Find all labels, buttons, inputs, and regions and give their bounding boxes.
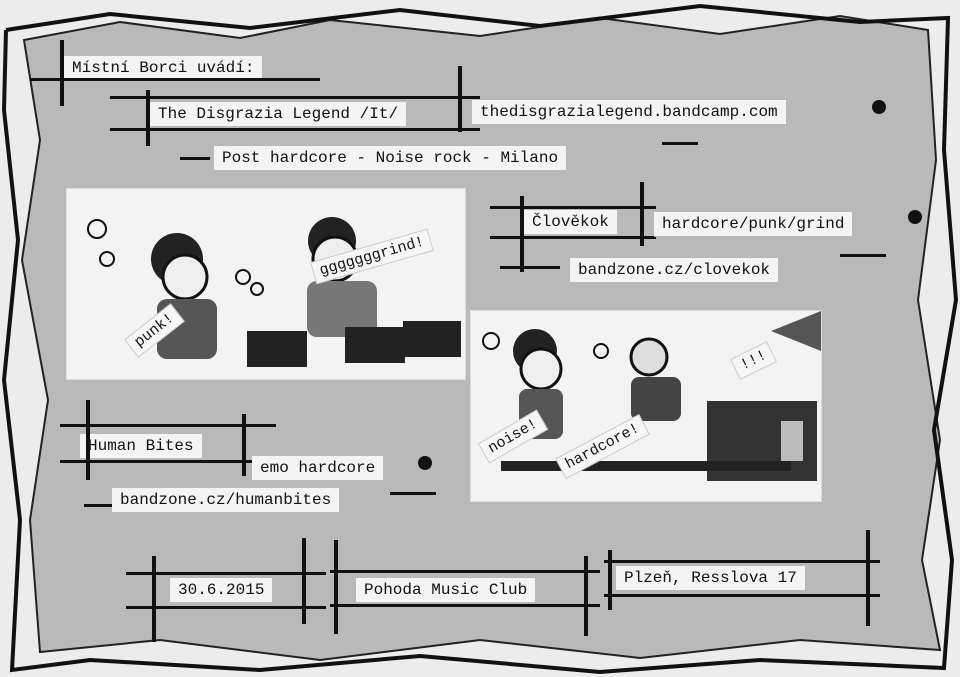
band3-url-strip: bandzone.cz/humanbites (112, 488, 340, 512)
comic-panel-right: noise! hardcore! !!! (470, 310, 822, 502)
rule (152, 556, 156, 642)
rule (110, 128, 480, 131)
bullet-dot (908, 210, 922, 224)
comic-art-left (87, 217, 461, 367)
rule (60, 460, 276, 463)
rule (60, 424, 276, 427)
rule (60, 40, 64, 106)
event-venue: Pohoda Music Club (364, 581, 528, 599)
comic-panel-left: punk! gggggggrind! (66, 188, 466, 380)
rule (110, 96, 480, 99)
band3-name: Human Bites (88, 437, 194, 455)
band2-genre: hardcore/punk/grind (662, 215, 845, 233)
bullet-dot (418, 456, 432, 470)
rule (84, 504, 112, 507)
band3-url: bandzone.cz/humanbites (120, 491, 332, 509)
band1-url: thedisgrazialegend.bandcamp.com (480, 103, 778, 121)
rule (840, 254, 886, 257)
rule (604, 560, 880, 563)
rule (330, 570, 600, 573)
band1-name-strip: The Disgrazia Legend /It/ (150, 102, 407, 126)
rule (126, 606, 326, 609)
rule (242, 414, 246, 476)
bullet-dot (872, 100, 886, 114)
venue-strip: Pohoda Music Club (356, 578, 536, 602)
band3-name-strip: Human Bites (80, 434, 202, 458)
band1-genre: Post hardcore - Noise rock - Milano (222, 149, 559, 167)
rule (30, 78, 320, 81)
rule (866, 530, 870, 626)
rule (500, 266, 560, 269)
event-date: 30.6.2015 (178, 581, 265, 599)
rule (180, 157, 210, 160)
presenter-text: Místní Borci uvádí: (72, 59, 255, 77)
rule (458, 66, 462, 132)
rule (490, 206, 656, 209)
rule (86, 400, 90, 480)
address-strip: Plzeň, Resslova 17 (616, 566, 805, 590)
rule (520, 196, 524, 272)
band2-url-strip: bandzone.cz/clovekok (570, 258, 779, 282)
rule (126, 572, 326, 575)
presenter-strip: Místní Borci uvádí: (64, 56, 263, 80)
border-line (1, 3, 959, 675)
rule (604, 594, 880, 597)
band2-name-strip: Člověkok (524, 210, 617, 234)
band3-genre: emo hardcore (260, 459, 376, 477)
band2-url: bandzone.cz/clovekok (578, 261, 771, 279)
comic-art-right (482, 311, 821, 481)
event-address: Plzeň, Resslova 17 (624, 569, 797, 587)
band1-url-strip: thedisgrazialegend.bandcamp.com (472, 100, 786, 124)
band2-genre-strip: hardcore/punk/grind (654, 212, 853, 236)
rule (390, 492, 436, 495)
band1-genre-strip: Post hardcore - Noise rock - Milano (214, 146, 567, 170)
rule (662, 142, 698, 145)
band3-genre-strip: emo hardcore (252, 456, 384, 480)
rule (584, 556, 588, 636)
rule (490, 236, 656, 239)
rule (334, 540, 338, 634)
rule (640, 182, 644, 246)
rule (608, 550, 612, 610)
rule (330, 604, 600, 607)
rule (302, 538, 306, 624)
date-strip: 30.6.2015 (170, 578, 273, 602)
rule (146, 90, 150, 146)
band2-name: Člověkok (532, 213, 609, 231)
band1-name: The Disgrazia Legend /It/ (158, 105, 399, 123)
